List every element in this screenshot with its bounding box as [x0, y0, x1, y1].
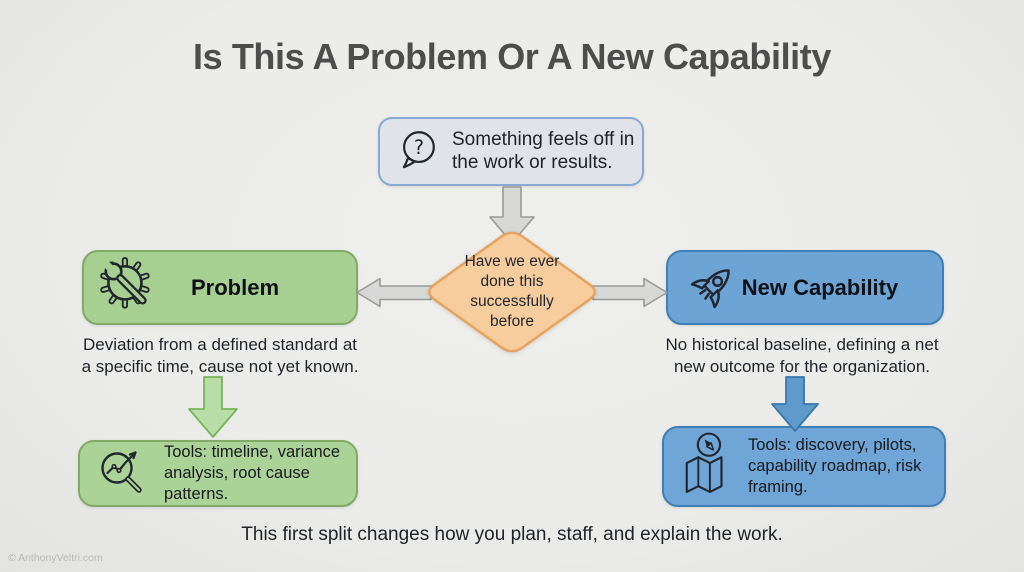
problem-node: Problem [82, 250, 358, 325]
new-capability-description: No historical baseline, defining a net n… [665, 335, 939, 377]
problem-tools-text: Tools: timeline, variance analysis, root… [164, 442, 341, 504]
page-title: Is This A Problem Or A New Capability [193, 36, 831, 77]
new-capability-node: New Capability [666, 250, 944, 325]
capability-tools-text: Tools: discovery, pilots, capability roa… [748, 435, 922, 497]
decision-node: Have we ever done this successfully befo… [422, 227, 602, 357]
problem-tools-node: Tools: timeline, variance analysis, root… [78, 440, 358, 507]
decision-text: Have we ever done this successfully befo… [464, 252, 560, 331]
decision-diamond-shape [428, 231, 596, 353]
start-node: ? Something feels off in the work or res… [378, 117, 644, 186]
gear-wrench-icon [96, 256, 158, 319]
magnifier-trendline-icon [96, 444, 150, 503]
start-node-text: Something feels off in the work or resul… [452, 128, 635, 173]
capability-tools-node: Tools: discovery, pilots, capability roa… [662, 426, 946, 507]
problem-description: Deviation from a defined standard at a s… [81, 335, 359, 377]
watermark: © AnthonyVeltri.com [8, 552, 103, 564]
arrow-to-problem [356, 277, 432, 308]
new-capability-label: New Capability [741, 274, 899, 300]
compass-map-icon [680, 432, 734, 501]
svg-text:?: ? [414, 136, 424, 159]
problem-label: Problem [190, 274, 280, 300]
arrow-down-to-capability-tools [771, 376, 819, 432]
question-bubble-icon: ? [396, 127, 440, 176]
arrow-down-from-start [489, 186, 535, 244]
rocket-icon [680, 257, 742, 319]
arrow-to-new-capability [592, 277, 668, 308]
arrow-down-to-problem-tools [188, 376, 238, 438]
bottom-caption: This first split changes how you plan, s… [241, 524, 783, 545]
